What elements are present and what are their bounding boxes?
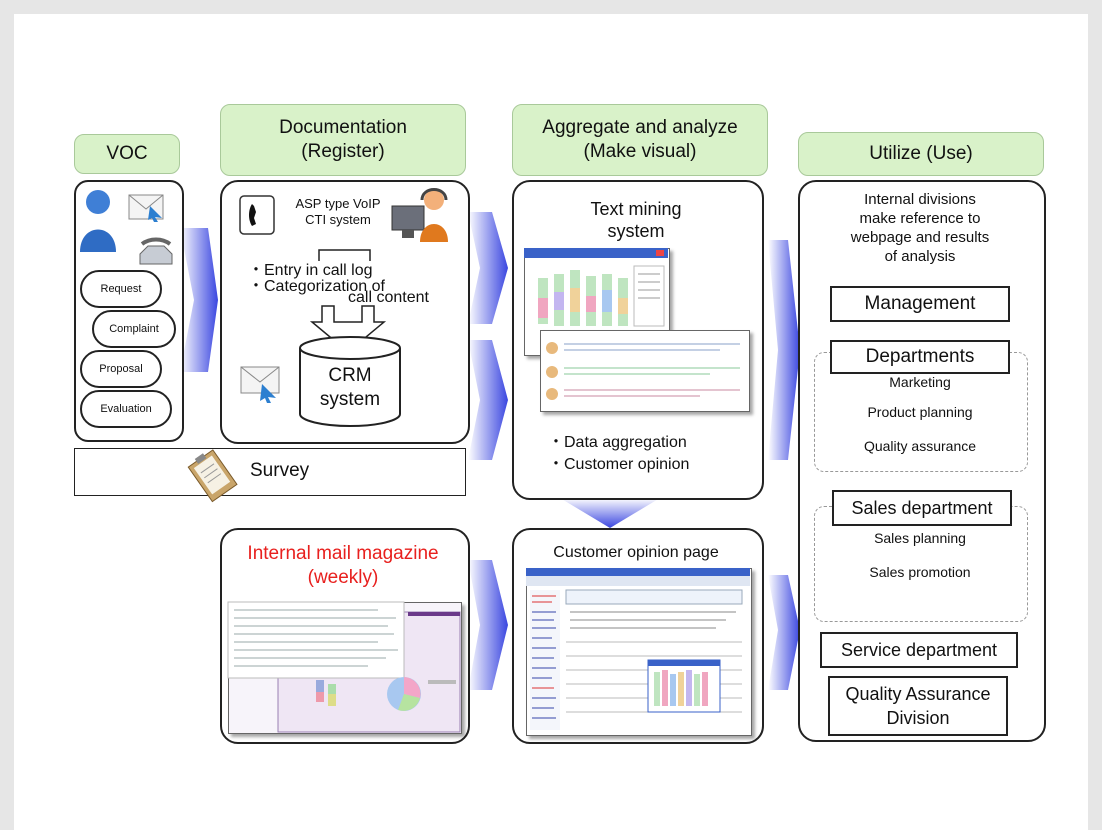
dept-quality-assurance: Quality assurance xyxy=(863,438,977,454)
sales-promotion: Sales promotion xyxy=(869,564,971,580)
cloud-evaluation: Evaluation xyxy=(80,390,172,428)
phone-handset-icon xyxy=(239,195,275,235)
header-utilize: Utilize (Use) xyxy=(798,132,1044,176)
window-frame-top xyxy=(0,0,1102,14)
categorization-line-2: call content xyxy=(348,289,429,306)
categorization-line-1: ・Categorization of xyxy=(248,278,385,295)
crm-system-label: CRM system xyxy=(319,365,381,410)
bullet-customer-opinion: ・Customer opinion xyxy=(548,456,690,473)
service-department-box: Service department xyxy=(820,632,1018,668)
bullet-data-aggregation: ・Data aggregation xyxy=(548,434,687,451)
arrow-voc-to-doc xyxy=(180,228,218,372)
header-aggregate: Aggregate and analyze (Make visual) xyxy=(512,104,768,176)
dept-marketing: Marketing xyxy=(889,374,951,390)
mail-magazine-title: Internal mail magazine (weekly) xyxy=(247,543,439,588)
telephone-icon xyxy=(139,237,173,265)
qa-division-box: Quality Assurance Division xyxy=(828,676,1008,736)
arrow-doc-to-agg-mid xyxy=(468,340,508,460)
text-mining-label: Text mining system xyxy=(590,199,682,241)
crm-database-cylinder xyxy=(299,336,401,427)
dept-product-planning: Product planning xyxy=(867,404,973,420)
entry-call-log: ・Entry in call log xyxy=(248,262,373,279)
arrow-opinion-to-utilize xyxy=(768,575,800,690)
arrow-agg-to-utilize xyxy=(768,240,800,460)
window-frame-left xyxy=(0,0,14,830)
opinion-page-preview xyxy=(526,568,750,730)
arrow-doc-to-agg-top xyxy=(468,212,508,324)
mail-magazine-preview xyxy=(227,601,461,733)
window-frame-right xyxy=(1088,0,1102,830)
operator-computer-icon xyxy=(391,188,448,242)
cloud-complaint: Complaint xyxy=(92,310,176,348)
management-box: Management xyxy=(830,286,1010,322)
departments-box: Departments xyxy=(830,340,1010,374)
text-mining-chart-preview xyxy=(524,248,668,327)
person-icon xyxy=(80,190,116,252)
sales-department-box: Sales department xyxy=(832,490,1012,526)
sales-planning: Sales planning xyxy=(874,530,966,546)
cloud-proposal: Proposal xyxy=(80,350,162,388)
down-arrow-to-crm xyxy=(309,305,387,353)
utilize-intro: Internal divisions make reference to web… xyxy=(850,191,990,265)
mail-icon xyxy=(128,194,164,222)
cloud-request: Request xyxy=(80,270,162,308)
header-voc: VOC xyxy=(74,134,180,174)
survey-bar xyxy=(74,448,466,496)
clipboard-icon xyxy=(187,449,238,503)
opinion-page-title: Customer opinion page xyxy=(553,544,719,561)
arrow-mail-to-opinion xyxy=(468,560,508,690)
asp-voip-label: ASP type VoIP CTI system xyxy=(295,196,381,227)
header-documentation: Documentation (Register) xyxy=(220,104,466,176)
arrow-agg-down xyxy=(560,498,660,528)
mail-icon-crm xyxy=(240,366,280,403)
bracket-line xyxy=(318,249,371,261)
survey-label: Survey xyxy=(250,460,310,481)
opinion-list-preview xyxy=(546,342,740,400)
